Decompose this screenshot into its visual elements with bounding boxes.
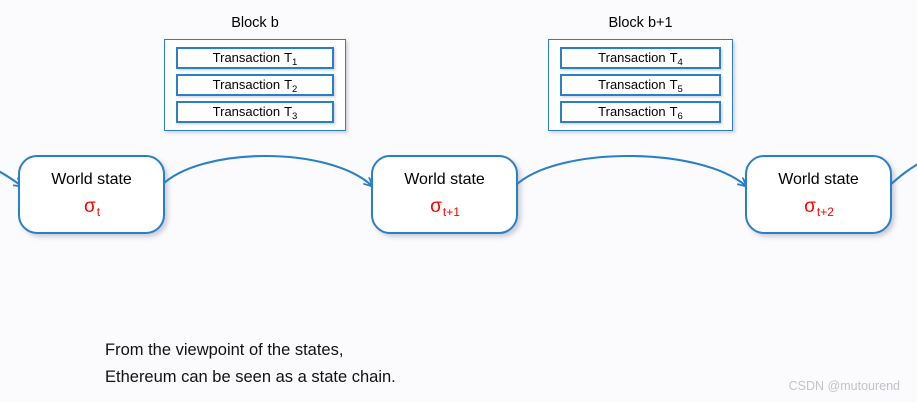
transaction-label: Transaction [212,104,281,119]
transaction-label: Transaction [212,50,281,65]
world-state-box-t[interactable]: World state σt [18,155,165,234]
arrow-state2-to-state3 [514,155,746,186]
transaction-label: Transaction [212,77,281,92]
sigma-subscript: t [96,205,101,219]
watermark: CSDN @mutourend [788,379,900,393]
transaction-symbol: T [669,77,678,92]
transaction-symbol: T [284,77,293,92]
caption-line-1: From the viewpoint of the states, [105,341,344,359]
transaction-symbol: T [284,104,293,119]
transaction-symbol: T [669,104,678,119]
transaction-index: 4 [677,57,683,68]
block-title-b: Block b [231,15,279,31]
transaction-index: 6 [677,111,683,122]
world-state-title: World state [404,171,485,188]
world-state-sigma: σt [83,196,101,219]
transaction-index: 2 [292,84,298,95]
transaction-label: Transaction [598,104,666,119]
sigma-subscript: t+1 [442,205,460,219]
world-state-title: World state [778,171,859,188]
caption-line-2: Ethereum can be seen as a state chain. [105,368,396,386]
world-state-sigma: σt+2 [804,196,834,219]
world-state-box-t-plus-1[interactable]: World state σt+1 [371,155,518,234]
world-state-sigma: σt+1 [430,196,460,219]
transaction-label: Transaction [598,77,666,92]
sigma-glyph: σ [430,196,442,217]
block-title-b-plus-1: Block b+1 [608,15,673,31]
world-state-title: World state [51,171,132,188]
transaction-index: 5 [677,84,683,95]
transaction-symbol: T [669,50,678,65]
sigma-subscript: t+2 [816,205,834,219]
transaction-symbol: T [284,50,293,65]
sigma-glyph: σ [804,196,816,217]
caption-block: From the viewpoint of the states, Ethere… [105,337,396,391]
sigma-glyph: σ [83,196,96,217]
arrow-state1-to-state2 [160,154,372,186]
world-state-box-t-plus-2[interactable]: World state σt+2 [745,155,892,234]
arrow-outgoing-right [888,163,917,187]
transaction-index: 1 [292,57,298,68]
transaction-label: Transaction [598,50,666,65]
transaction-index: 3 [292,111,298,122]
